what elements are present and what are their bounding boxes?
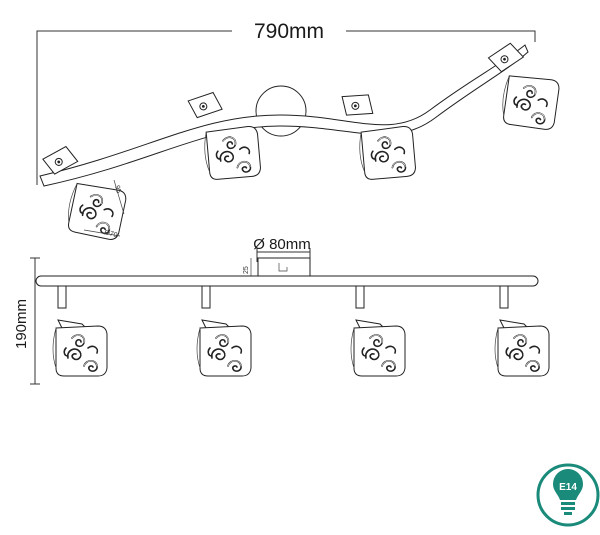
side-spot-4 (495, 285, 549, 376)
canopy-screw-mark (278, 263, 288, 272)
top-view: 790mm 95 Ø70 (36, 20, 560, 241)
width-dimension-label: 790mm (254, 20, 324, 43)
bulb-base-ring (561, 507, 575, 510)
shade-height-label: 95 (113, 185, 122, 194)
canopy-top (255, 85, 307, 137)
width-dimension-line (36, 30, 536, 185)
e14-bulb-badge: E14 (536, 463, 600, 527)
top-shade-3 (358, 126, 416, 181)
side-spot-1 (53, 285, 107, 376)
height-dimension-label: 190mm (13, 299, 30, 349)
top-mount-2 (186, 90, 224, 120)
side-view: Ø 80mm 25 190mm (13, 236, 549, 385)
canopy-height-label: 25 (243, 266, 250, 274)
wavy-bar (39, 44, 529, 187)
shade-height-dim-line (113, 179, 125, 215)
straight-bar (35, 275, 539, 287)
side-spot-2 (197, 285, 251, 376)
top-shade-4 (500, 73, 560, 130)
top-mount-3 (340, 92, 375, 118)
canopy-diameter-label: Ø 80mm (253, 236, 311, 253)
shade-diameter-label: Ø70 (103, 229, 118, 239)
bulb-icon (553, 469, 583, 500)
canopy-side (257, 257, 311, 277)
badge-label: E14 (559, 482, 577, 493)
top-shade-2 (203, 126, 261, 181)
shade-diameter-dim-line (83, 229, 121, 237)
height-dimension-line (30, 257, 40, 385)
bulb-tip (564, 512, 572, 515)
bulb-base-icon (561, 502, 575, 505)
side-spot-3 (351, 285, 405, 376)
